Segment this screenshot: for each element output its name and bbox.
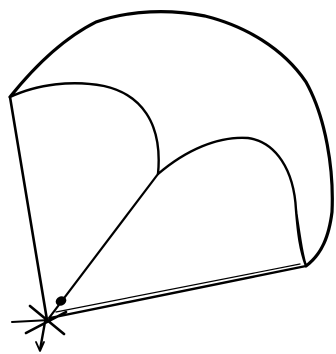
outer-dome-outline [10,12,332,266]
bottom-base-edge-inner [56,264,300,312]
center-spoke [49,174,158,318]
right-inner-edge [296,210,306,266]
vertex-cross-marker [12,306,66,334]
inner-left-arc [10,83,159,174]
bottom-base-edge [50,266,306,318]
inner-right-arc [158,138,306,266]
left-panel-edge [10,97,47,320]
